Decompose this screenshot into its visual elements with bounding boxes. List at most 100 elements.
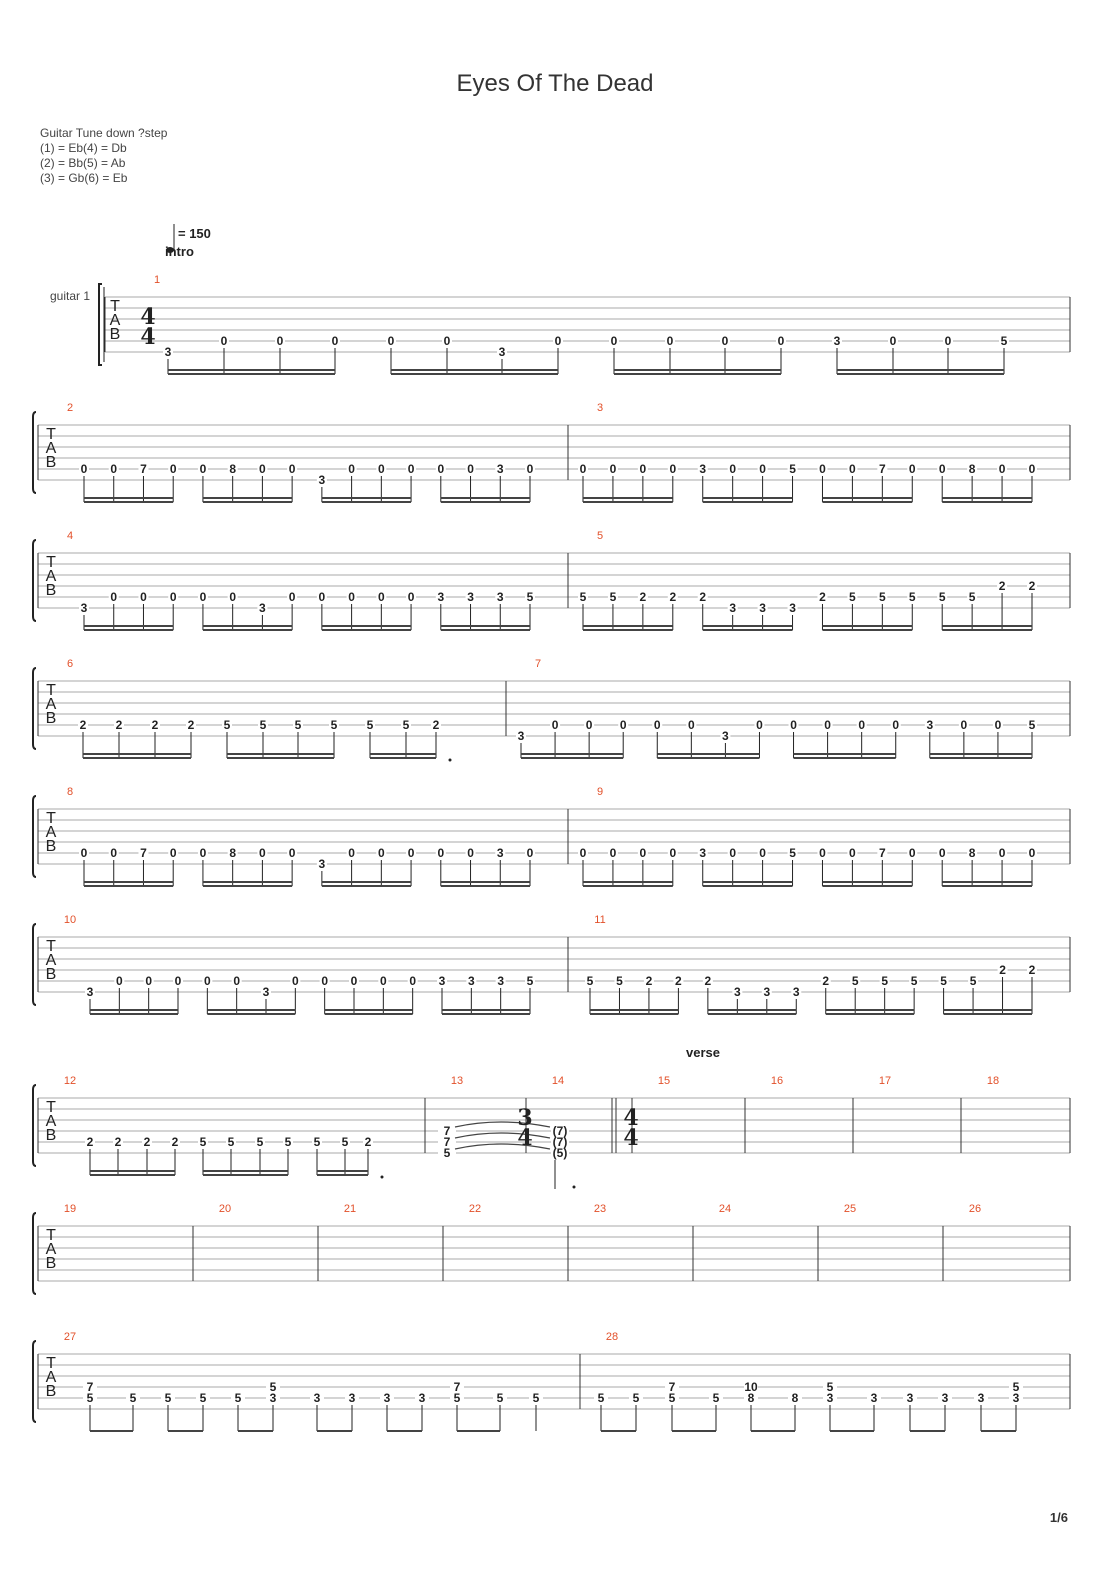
- fret-mask: [665, 1392, 679, 1404]
- fret-mask: [226, 1136, 236, 1148]
- fret-mask: [83, 1381, 97, 1393]
- fret-number: 5: [849, 590, 856, 604]
- fret-mask: [257, 463, 268, 475]
- fret-mask: [1009, 1381, 1023, 1393]
- fret-number: 0: [999, 462, 1006, 476]
- fret-mask: [466, 975, 477, 987]
- fret-mask: [850, 975, 861, 987]
- fret-mask: [791, 986, 802, 998]
- fret-mask: [222, 719, 232, 731]
- fret-number: 3: [942, 1391, 949, 1405]
- tab-clef-letter: A: [46, 1369, 57, 1386]
- fret-number: 0: [667, 334, 674, 348]
- fret-number: 5: [1029, 718, 1036, 732]
- fret-number: 0: [221, 334, 228, 348]
- fret-mask: [465, 591, 476, 603]
- fret-mask: [231, 975, 242, 987]
- fret-number: 0: [348, 846, 355, 860]
- fret-mask: [108, 463, 119, 475]
- tab-clef-letter: B: [110, 326, 121, 343]
- fret-number: 0: [610, 462, 617, 476]
- tuning-line-2: (2) = Bb(5) = Ab: [40, 156, 126, 170]
- fret-mask: [435, 847, 446, 859]
- fret-mask: [637, 463, 648, 475]
- fret-mask: [108, 847, 119, 859]
- fret-mask: [832, 335, 842, 347]
- fret-number: 0: [175, 974, 182, 988]
- fret-mask: [161, 1392, 175, 1404]
- fret-number: 0: [1029, 846, 1036, 860]
- fret-number: 2: [819, 590, 826, 604]
- fret-mask: [231, 1392, 245, 1404]
- fret-number: 5: [789, 846, 796, 860]
- fret-number: 0: [580, 846, 587, 860]
- tab-system: [32, 923, 1071, 1015]
- fret-number: 3: [734, 985, 741, 999]
- fret-mask: [516, 730, 526, 742]
- fret-number: 5: [970, 974, 977, 988]
- fret-mask: [310, 1392, 324, 1404]
- fret-mask: [629, 1392, 643, 1404]
- fret-mask: [607, 847, 618, 859]
- fret-number: 0: [81, 462, 88, 476]
- measure-number: 25: [844, 1203, 856, 1215]
- tie-arc: [454, 1121, 551, 1128]
- fret-number: 3: [419, 1391, 426, 1405]
- tie-arc: [454, 1132, 551, 1139]
- fret-mask: [378, 975, 389, 987]
- fret-mask: [415, 1392, 429, 1404]
- fret-mask: [744, 1392, 758, 1404]
- fret-number: 2: [80, 718, 87, 732]
- fret-number: 7: [444, 1124, 451, 1138]
- page-number: 1/6: [1049, 1510, 1068, 1525]
- fret-mask: [219, 335, 229, 347]
- fret-number: 0: [849, 846, 856, 860]
- tab-clef-letter: T: [46, 1227, 56, 1244]
- fret-mask: [376, 847, 387, 859]
- fret-mask: [867, 1392, 881, 1404]
- fret-mask: [283, 1136, 293, 1148]
- fret-number: 0: [145, 974, 152, 988]
- fret-number: 5: [235, 1391, 242, 1405]
- fret-mask: [406, 847, 417, 859]
- measure-number: 19: [64, 1203, 76, 1215]
- fret-number: 0: [580, 462, 587, 476]
- fret-number: 10: [744, 1380, 758, 1394]
- fret-number: 2: [433, 718, 440, 732]
- fret-mask: [290, 975, 301, 987]
- measure-number: 5: [597, 530, 603, 542]
- fret-number: 0: [408, 462, 415, 476]
- tab-clef-letter: T: [46, 682, 56, 699]
- tab-clef-letter: B: [46, 710, 57, 727]
- fret-mask: [909, 975, 920, 987]
- fret-number: 5: [881, 974, 888, 988]
- tab-system: [32, 1212, 1071, 1295]
- fret-number: 0: [200, 590, 207, 604]
- fret-number: 2: [699, 590, 706, 604]
- fret-number: 0: [110, 846, 117, 860]
- fret-number: 0: [277, 334, 284, 348]
- fret-number: 5: [533, 1391, 540, 1405]
- fret-number: 0: [110, 462, 117, 476]
- fret-mask: [346, 591, 357, 603]
- fret-number: 0: [669, 462, 676, 476]
- fret-number: 5: [616, 974, 623, 988]
- fret-mask: [823, 1381, 837, 1393]
- fret-mask: [667, 847, 678, 859]
- fret-mask: [525, 591, 535, 603]
- fret-mask: [817, 847, 828, 859]
- tab-clef-letter: A: [46, 824, 57, 841]
- fret-number: 0: [467, 846, 474, 860]
- fret-mask: [266, 1392, 280, 1404]
- tie-arc: [454, 1143, 551, 1150]
- fret-mask: [787, 463, 798, 475]
- fret-number: 7: [669, 1380, 676, 1394]
- fret-number: 0: [849, 462, 856, 476]
- fret-number: 7: [444, 1135, 451, 1149]
- fret-number: 3: [978, 1391, 985, 1405]
- fret-mask: [553, 335, 563, 347]
- fret-number: 3: [789, 601, 796, 615]
- fret-mask: [197, 847, 208, 859]
- fret-mask: [967, 847, 978, 859]
- fret-number: 0: [729, 846, 736, 860]
